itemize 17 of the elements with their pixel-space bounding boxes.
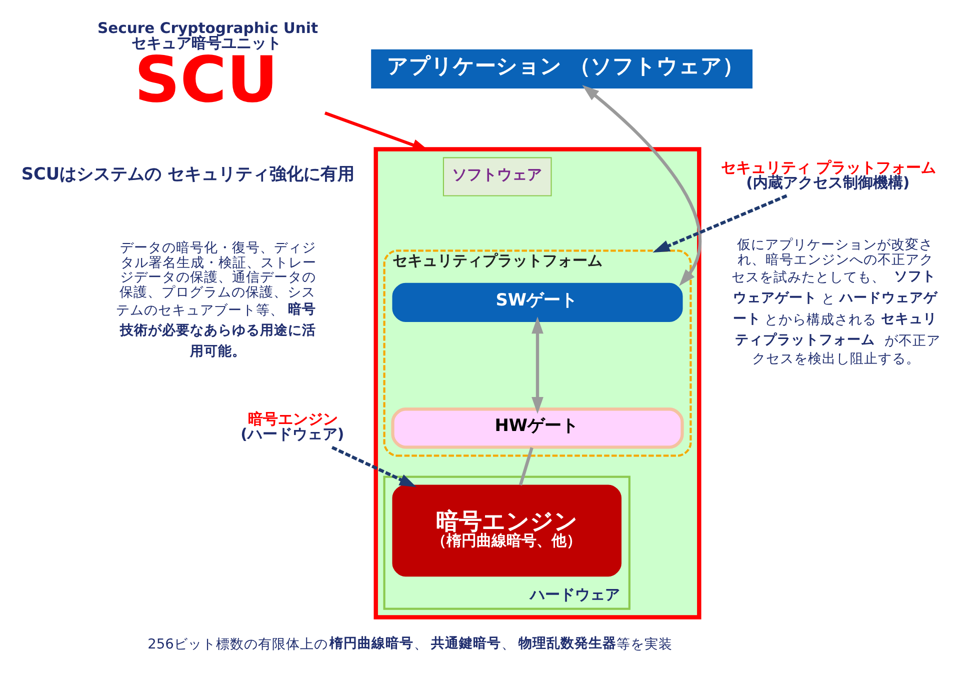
arrow: [652, 194, 788, 253]
node-text: 暗号エンジン (ハードウェア): [240, 411, 344, 443]
node-box: 暗号エンジン （楕円曲線暗号、他）: [392, 484, 622, 577]
arrow: [532, 316, 544, 414]
label: データの暗号化・復号、ディジタル署名生成・検証、ストレージデータの保護、通信データの保護、プログラムの保護、システムのセキュアブート等、暗号技術が必要なあらゆる用途に活用可能。: [116, 240, 317, 360]
cluster: [374, 147, 702, 620]
arrow: [331, 446, 416, 488]
label: 仮にアプリケーションが改変され、暗号エンジンへの不正アクセスを試みたとしても、ソフトウェアゲートとハードウェアゲートとから構成されるセキュリティプラットフォームが不正アクセスを検出し阻止する。: [731, 236, 941, 368]
arrow: [582, 85, 702, 286]
connector: [518, 447, 534, 486]
node-box: ソフトウェア: [442, 157, 552, 196]
node-text: セキュリティ プラットフォーム (内蔵アクセス制御機構): [720, 160, 936, 192]
node-box: HWゲート: [391, 408, 684, 449]
label: SCUはシステムの セキュリティ強化に有用: [21, 164, 355, 184]
node-box: アプリケーション （ソフトウェア）: [371, 49, 752, 88]
label: 256ビット標数の有限体上の楕円曲線暗号、共通鍵暗号、物理乱数発生器等を実装: [148, 635, 673, 652]
node-box: SWゲート: [392, 282, 683, 322]
